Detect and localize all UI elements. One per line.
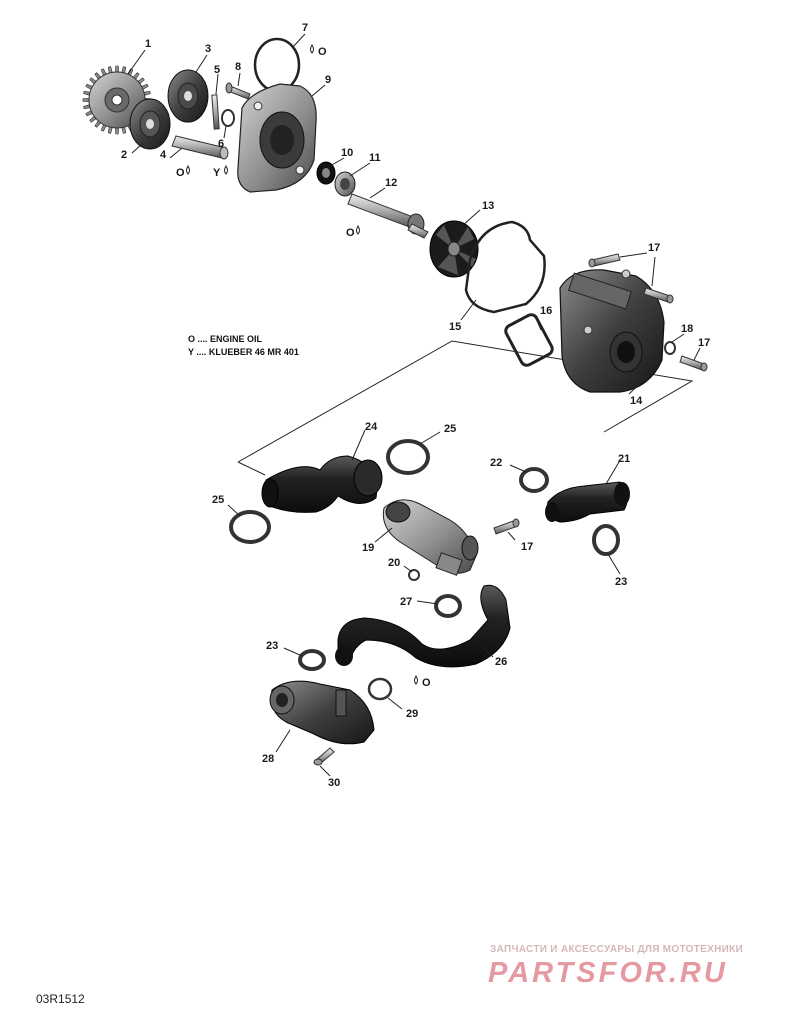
callout-labels: 1 2 3 4 5 6 7 8 9 10 11 12 13 14 15 16 1… (121, 22, 710, 789)
watermark-logo: PARTSFOR.RU (488, 957, 728, 988)
part-18-washer (664, 341, 676, 355)
part-25-clamp-a (386, 439, 430, 475)
watermark-tagline: ЗАПЧАСТИ И АКСЕССУАРЫ ДЛЯ МОТОТЕХНИКИ (490, 944, 743, 955)
callout-19: 19 (362, 542, 374, 554)
part-6-o-ring (221, 109, 235, 127)
part-4-shaft (171, 135, 229, 160)
callout-29: 29 (406, 708, 418, 720)
callout-5: 5 (214, 64, 220, 76)
lube-mark-oil-4: O (422, 677, 431, 689)
part-23-clamp-a (592, 524, 620, 556)
lube-marks: O Y O O O (176, 46, 431, 689)
callout-17b: 17 (698, 337, 710, 349)
part-2-gear (129, 98, 171, 150)
callout-25b: 25 (212, 494, 224, 506)
callout-4: 4 (160, 149, 167, 161)
callout-11: 11 (369, 152, 381, 164)
callout-26: 26 (495, 656, 507, 668)
lube-mark-oil-3: O (346, 227, 355, 239)
callout-16: 16 (540, 305, 552, 317)
part-20-washer (408, 569, 420, 581)
callout-24: 24 (365, 421, 378, 433)
part-24-hose (261, 455, 383, 513)
part-17-screw-d (493, 518, 520, 535)
part-9-pump-cover (237, 83, 317, 193)
part-23-clamp-b (298, 649, 326, 671)
part-19-thermostat-housing (382, 499, 479, 576)
part-8-screw (225, 82, 251, 100)
callout-13: 13 (482, 200, 494, 212)
callout-18: 18 (681, 323, 693, 335)
callout-21: 21 (618, 453, 630, 465)
part-12-shaft (347, 193, 429, 239)
callout-10: 10 (341, 147, 353, 159)
callout-25a: 25 (444, 423, 456, 435)
callout-17a: 17 (648, 242, 660, 254)
lube-mark-oil-1: O (176, 167, 185, 179)
part-10-seal (316, 161, 336, 185)
callout-12: 12 (385, 177, 397, 189)
callout-6: 6 (218, 138, 224, 150)
drawing-number: 03R1512 (36, 992, 85, 1006)
leader-lines (127, 33, 701, 777)
part-25-clamp-b (229, 510, 271, 544)
callout-20: 20 (388, 557, 400, 569)
callout-27: 27 (400, 596, 412, 608)
part-11-bearing (334, 171, 356, 197)
part-21-hose (545, 481, 630, 523)
watermark-brand: PARTSFOR.RU (488, 957, 728, 988)
callout-9: 9 (325, 74, 331, 86)
callout-30: 30 (328, 777, 340, 789)
callout-2: 2 (121, 149, 127, 161)
part-5-pin (211, 94, 220, 130)
part-27-clamp (434, 594, 462, 618)
part-17-screw-c (679, 355, 708, 372)
part-15-gasket (464, 220, 546, 314)
callout-15: 15 (449, 321, 461, 333)
callout-3: 3 (205, 43, 211, 55)
callout-1: 1 (145, 38, 151, 50)
part-3-gear (167, 69, 209, 123)
part-13-impeller (429, 220, 479, 278)
callout-8: 8 (235, 61, 241, 73)
lube-mark-oil-2: O (318, 46, 327, 58)
part-17-screw-b (643, 287, 674, 304)
part-14-pump-housing (559, 269, 665, 393)
callout-22: 22 (490, 457, 502, 469)
part-7-o-ring (253, 37, 301, 93)
part-26-hose (335, 584, 511, 668)
legend-engine-oil: O .... ENGINE OIL (188, 334, 263, 344)
callout-23a: 23 (615, 576, 627, 588)
callout-14: 14 (630, 395, 643, 407)
part-29-o-ring (367, 677, 393, 701)
callout-7: 7 (302, 22, 308, 34)
lube-mark-klueber: Y (213, 167, 221, 179)
part-17-screw-a (588, 253, 621, 268)
callout-17c: 17 (521, 541, 533, 553)
callout-23b: 23 (266, 640, 278, 652)
part-22-clamp (519, 467, 549, 493)
part-16-seal (504, 313, 554, 367)
part-30-screw (313, 747, 335, 766)
callout-28: 28 (262, 753, 274, 765)
legend-klueber: Y .... KLUEBER 46 MR 401 (188, 347, 299, 357)
part-28-outlet (269, 680, 375, 745)
lube-drops (186, 44, 418, 685)
